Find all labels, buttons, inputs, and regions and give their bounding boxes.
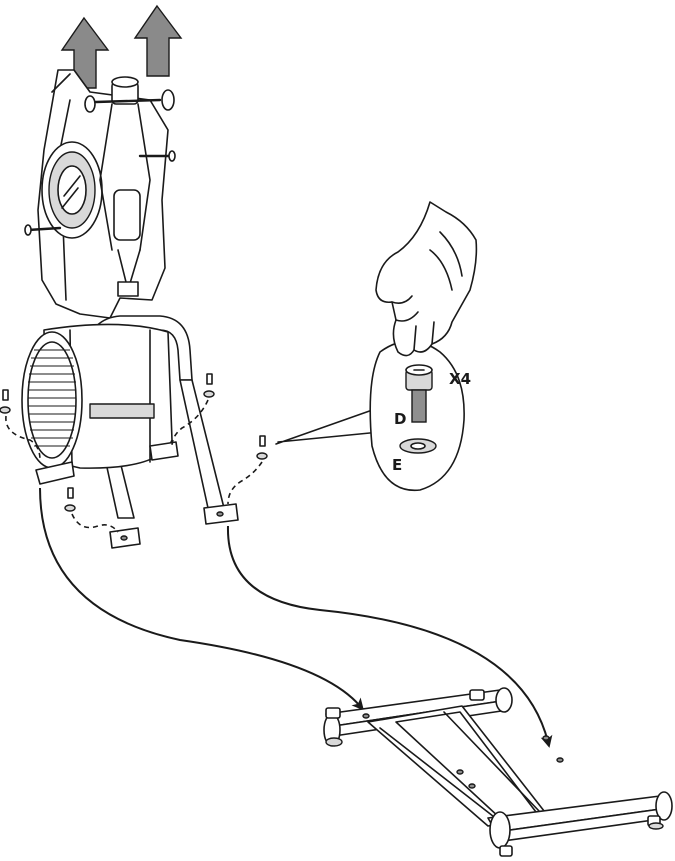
hand-illustration — [376, 202, 476, 356]
fastener-front-left — [65, 488, 118, 532]
lift-arrow-right — [135, 6, 181, 76]
fastener-front-right — [228, 436, 267, 504]
quantity-label: X4 — [449, 370, 471, 388]
upper-flywheel — [42, 142, 102, 238]
base-frame — [324, 688, 672, 856]
placement-arrow-left — [40, 488, 360, 706]
washer-e — [400, 439, 436, 453]
fastener-callout: X4 D E — [276, 202, 476, 490]
washer-label: E — [392, 456, 402, 474]
bolt-label: D — [394, 410, 406, 428]
elliptical-machine — [22, 70, 238, 548]
